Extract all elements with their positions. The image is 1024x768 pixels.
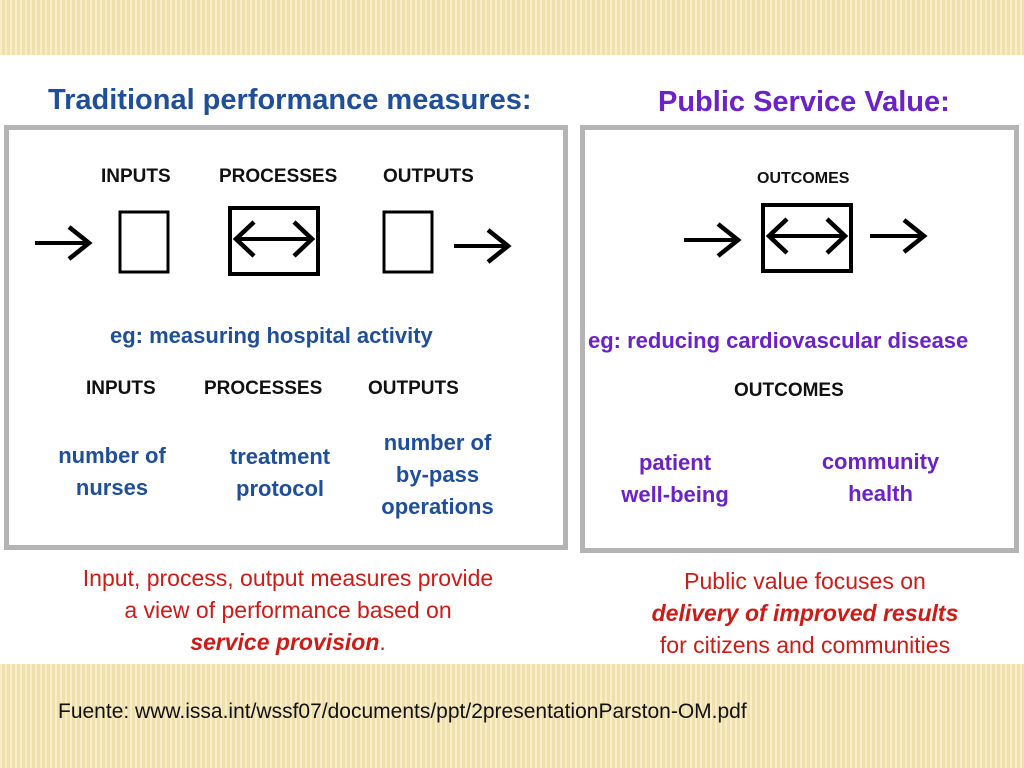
source-citation: Fuente: www.issa.int/wssf07/documents/pp… xyxy=(58,700,747,723)
outcomes-header: OUTCOMES xyxy=(757,170,850,187)
outcome-example-label: eg: reducing cardiovascular disease xyxy=(588,328,969,353)
top-decorative-band xyxy=(0,0,1024,55)
example-outputs-value: number of by-pass operations xyxy=(381,430,494,519)
double-arrow-box-icon xyxy=(761,203,853,273)
public-service-value-panel xyxy=(580,125,1019,553)
example-outcomes-header: OUTCOMES xyxy=(734,380,844,401)
arrow-right-icon xyxy=(684,222,742,258)
processes-header: PROCESSES xyxy=(219,166,338,187)
outcome-community-health: community health xyxy=(821,449,940,506)
example-processes-header: PROCESSES xyxy=(204,378,323,399)
example-inputs-header: INPUTS xyxy=(86,378,156,399)
empty-box-icon xyxy=(382,210,434,274)
public-value-note: Public value focuses on delivery of impr… xyxy=(651,568,959,658)
public-service-value-title: Public Service Value: xyxy=(658,86,950,118)
traditional-measures-panel xyxy=(4,125,568,550)
traditional-measures-note: Input, process, output measures provide … xyxy=(82,565,494,655)
bottom-decorative-band xyxy=(0,664,1024,768)
empty-box-icon xyxy=(118,210,170,274)
arrow-right-icon xyxy=(454,228,512,264)
traditional-measures-title: Traditional performance measures: xyxy=(48,84,532,116)
double-arrow-box-icon xyxy=(228,206,320,276)
arrow-right-icon xyxy=(35,225,93,261)
example-label: eg: measuring hospital activity xyxy=(110,323,433,348)
outputs-header: OUTPUTS xyxy=(383,166,474,187)
example-outputs-header: OUTPUTS xyxy=(368,378,459,399)
example-inputs-value: number of nurses xyxy=(58,443,166,500)
example-processes-value: treatment protocol xyxy=(229,444,331,501)
inputs-header: INPUTS xyxy=(101,166,171,187)
arrow-right-icon xyxy=(870,218,928,254)
outcome-patient-wellbeing: patient well-being xyxy=(621,450,729,507)
